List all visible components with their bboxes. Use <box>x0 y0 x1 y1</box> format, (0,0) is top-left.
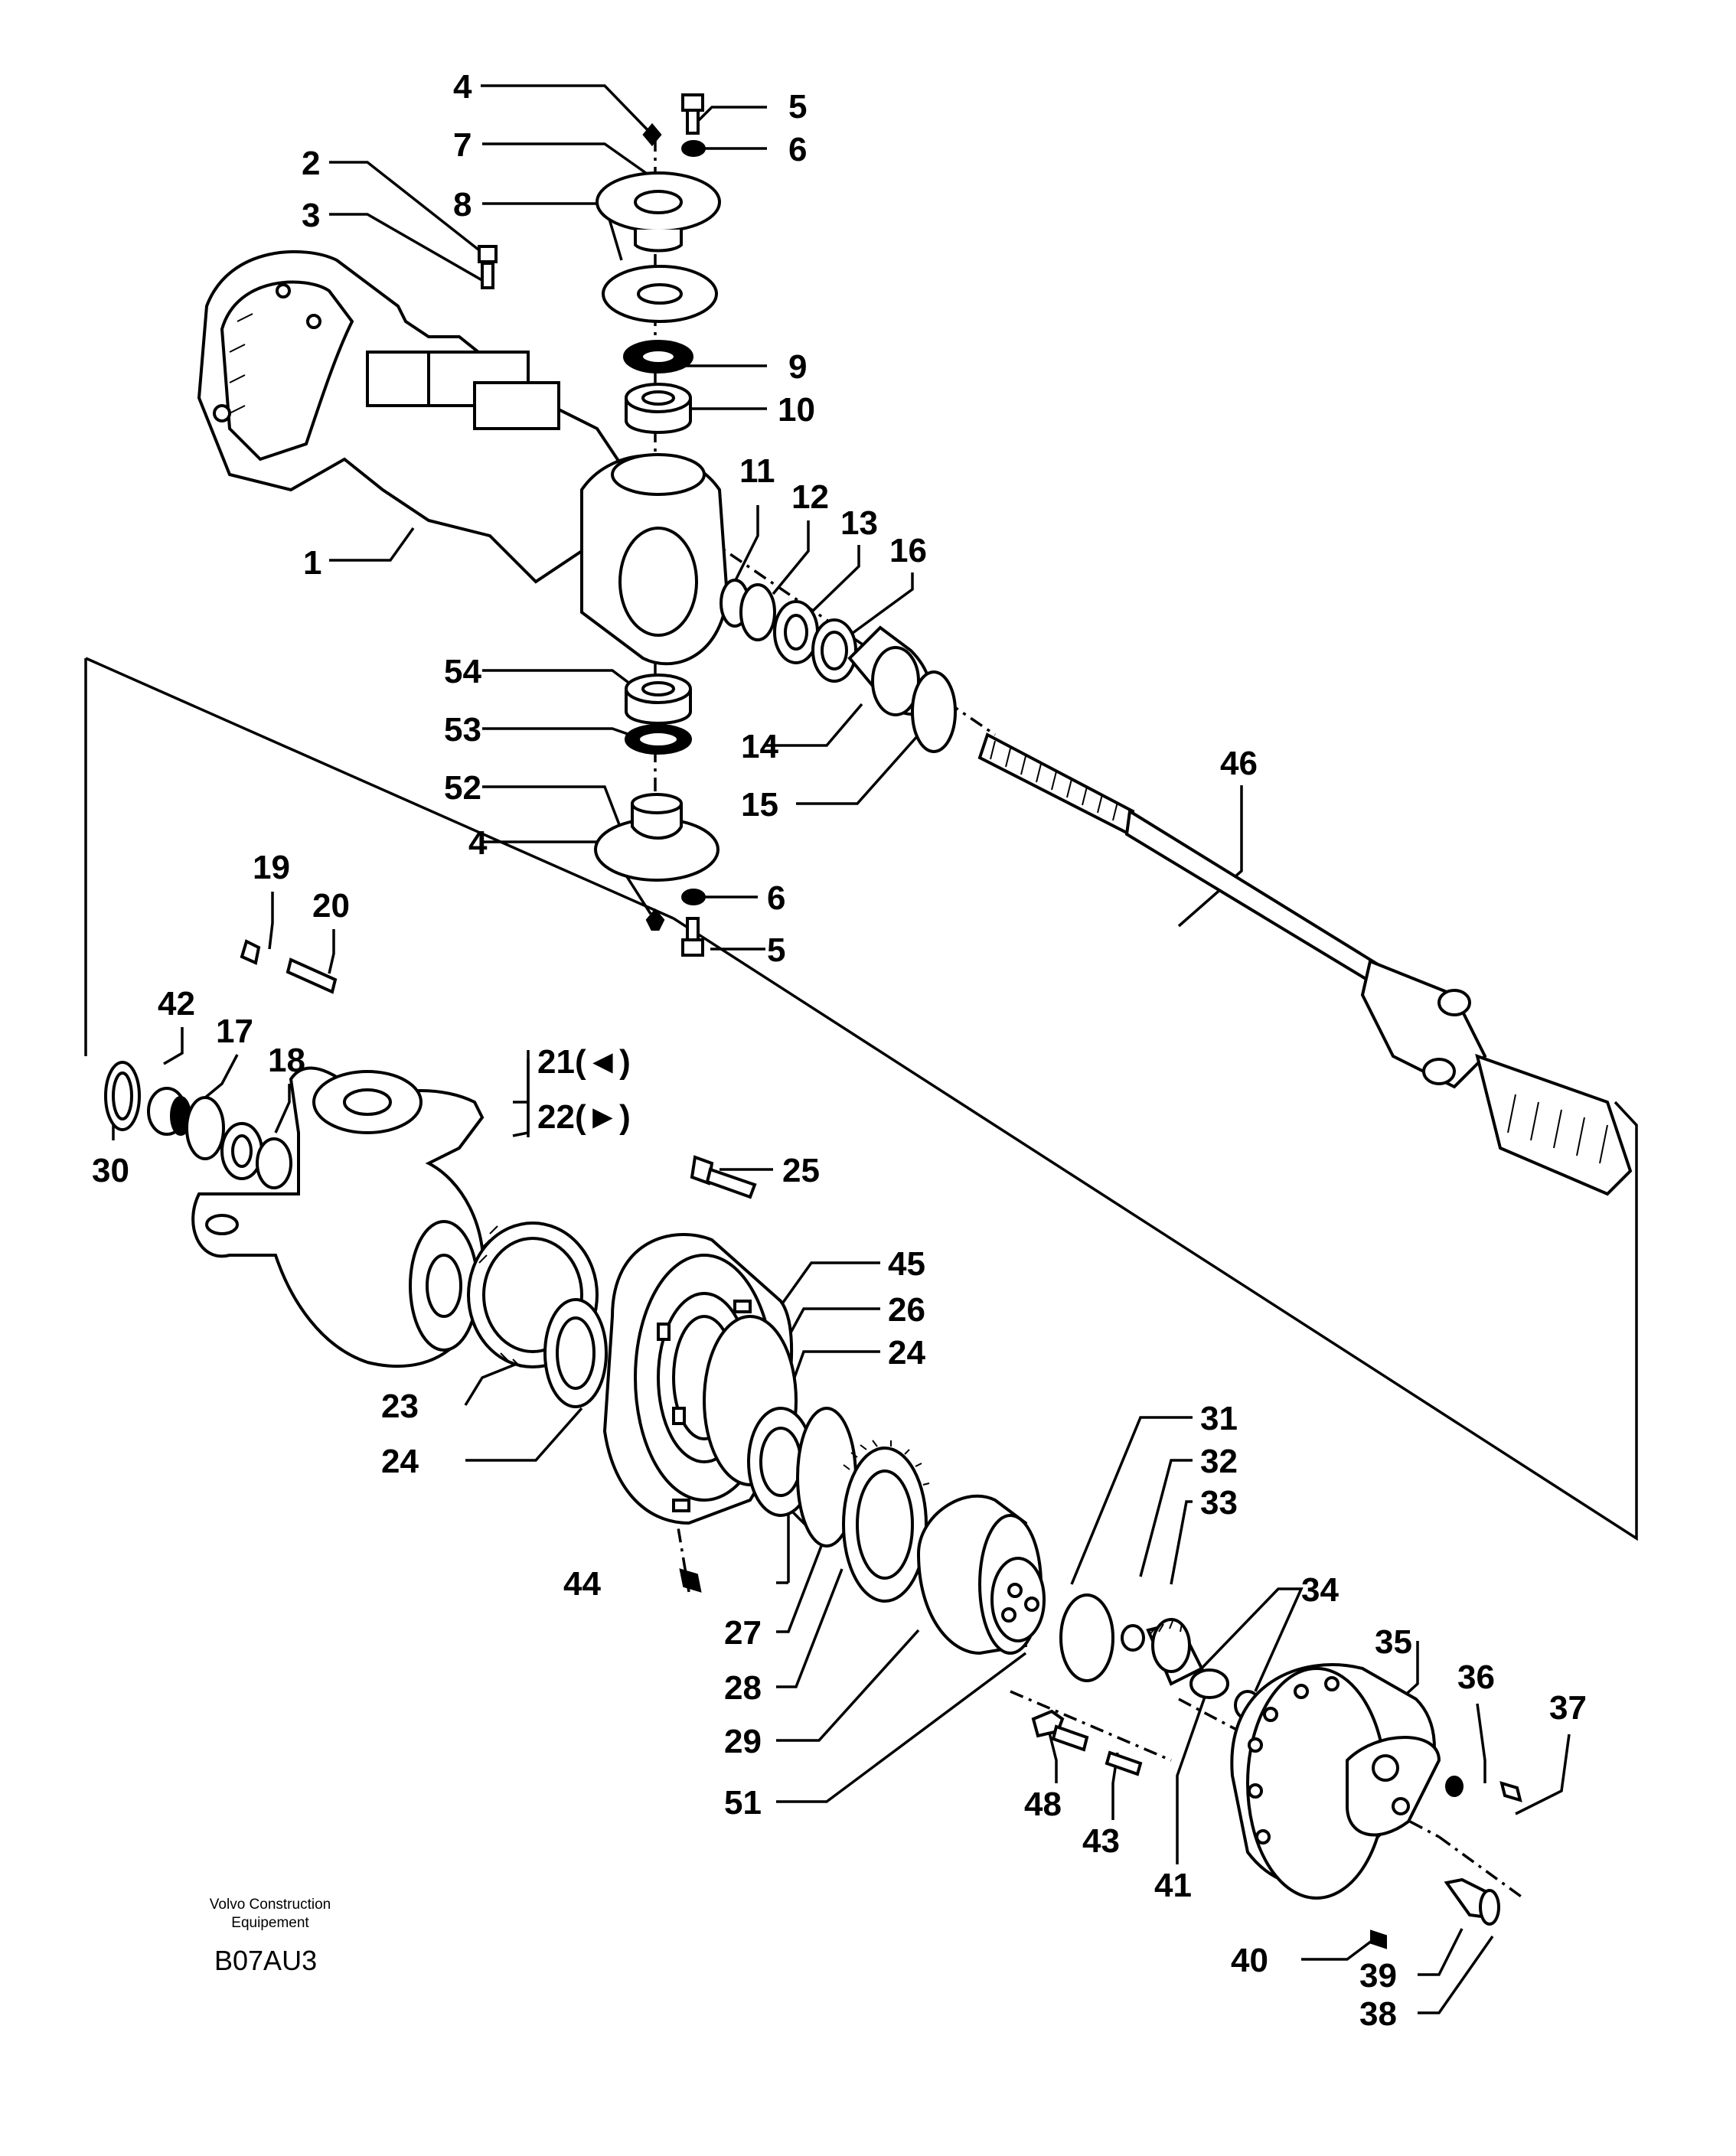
nut-44 <box>679 1568 702 1593</box>
callout-52: 52 <box>444 769 481 807</box>
pin-43 <box>1105 1750 1143 1776</box>
shaft-46-end <box>1475 1053 1633 1196</box>
callout-41: 41 <box>1154 1867 1192 1904</box>
callout-27: 27 <box>724 1614 762 1652</box>
callout-24a: 24 <box>888 1334 925 1372</box>
bolt-5b-shank <box>686 917 700 941</box>
top-kingpin-parts <box>478 93 721 434</box>
o-ring-15 <box>911 670 957 753</box>
callout-18: 18 <box>268 1042 305 1079</box>
planetary-cover-group <box>1031 1593 1522 1949</box>
callout-9: 9 <box>788 348 807 386</box>
callout-16: 16 <box>889 532 927 569</box>
bolt-25-shank <box>705 1167 757 1199</box>
bottom-kingpin-parts <box>594 674 720 957</box>
grease-nipple-4b <box>645 908 665 931</box>
callout-53: 53 <box>444 711 481 749</box>
callout-45: 45 <box>888 1245 925 1283</box>
bushing-34a <box>1189 1668 1229 1699</box>
bolt-48-shank <box>1051 1724 1089 1752</box>
callout-6b: 6 <box>767 879 785 917</box>
bolt-5b-head <box>681 938 704 957</box>
callout-48: 48 <box>1024 1786 1062 1823</box>
callout-labels: 4 5 6 7 2 8 3 9 10 11 12 13 16 1 54 53 1… <box>92 68 1587 2033</box>
nut-19 <box>240 939 261 965</box>
callout-37: 37 <box>1549 1689 1587 1727</box>
stud-3 <box>481 262 494 289</box>
callout-32: 32 <box>1200 1443 1238 1480</box>
washer-6 <box>681 140 706 157</box>
axle-housing <box>197 250 729 666</box>
callout-1: 1 <box>303 544 321 582</box>
callout-4: 4 <box>453 68 472 106</box>
callout-33: 33 <box>1200 1484 1238 1522</box>
callout-24b: 24 <box>381 1443 419 1480</box>
callout-22: 22(►) <box>537 1098 631 1136</box>
callout-28: 28 <box>724 1669 762 1707</box>
ring-31 <box>1059 1593 1114 1682</box>
footer-company-line2: Equipement <box>231 1915 309 1931</box>
shaft-46-spline <box>977 732 1135 837</box>
steering-knuckle-group <box>104 939 608 1408</box>
washer-6b <box>681 889 706 905</box>
bolt-5-shank <box>686 109 700 135</box>
callout-40: 40 <box>1231 1942 1268 1979</box>
shaft-46 <box>1124 808 1380 987</box>
callout-39: 39 <box>1359 1957 1397 1995</box>
callout-46: 46 <box>1220 745 1258 782</box>
callout-5: 5 <box>788 88 807 126</box>
callout-29: 29 <box>724 1723 762 1760</box>
grease-nipple-4 <box>642 122 662 147</box>
callout-43: 43 <box>1082 1822 1120 1860</box>
seal-36 <box>1445 1776 1464 1797</box>
callout-6: 6 <box>788 131 807 168</box>
boundary-line <box>85 657 674 920</box>
washer-32 <box>1121 1624 1145 1652</box>
stud-20 <box>286 957 338 994</box>
bolt-5-head <box>681 93 704 112</box>
callout-42: 42 <box>158 985 195 1023</box>
callout-26: 26 <box>888 1291 925 1329</box>
callout-7: 7 <box>453 126 472 164</box>
callout-4b: 4 <box>468 824 488 862</box>
callout-34: 34 <box>1301 1571 1339 1609</box>
callout-3: 3 <box>302 197 320 234</box>
callout-14: 14 <box>741 728 778 765</box>
footer: Volvo Construction Equipement B07AU3 <box>210 1897 331 1976</box>
callout-20: 20 <box>312 887 350 925</box>
callout-2: 2 <box>302 145 320 182</box>
callout-51: 51 <box>724 1784 762 1822</box>
callout-25: 25 <box>782 1152 820 1189</box>
callout-10: 10 <box>778 391 815 429</box>
callout-23: 23 <box>381 1388 419 1425</box>
callout-54: 54 <box>444 653 481 690</box>
callout-11: 11 <box>739 452 775 490</box>
callout-17: 17 <box>216 1013 253 1050</box>
callout-31: 31 <box>1200 1400 1238 1437</box>
plug-37 <box>1499 1781 1522 1802</box>
callout-21: 21(◄) <box>537 1043 631 1081</box>
callout-44: 44 <box>563 1565 601 1603</box>
callout-38: 38 <box>1359 1995 1397 2033</box>
callout-13: 13 <box>840 504 878 542</box>
callout-36: 36 <box>1457 1659 1495 1696</box>
callout-12: 12 <box>791 478 829 516</box>
boundary-line <box>673 917 1638 1541</box>
callout-30: 30 <box>92 1152 129 1189</box>
callout-8: 8 <box>453 186 472 223</box>
ring-12 <box>739 583 776 641</box>
o-ring-38 <box>1479 1889 1500 1926</box>
wheel-hub-group <box>602 1155 1046 1655</box>
callout-35: 35 <box>1375 1623 1412 1661</box>
callout-15: 15 <box>741 786 778 824</box>
drive-shaft-parts <box>720 579 1633 1196</box>
callout-19: 19 <box>253 849 290 886</box>
plug-40 <box>1370 1929 1387 1949</box>
callout-5b: 5 <box>767 931 785 969</box>
diagram-code: B07AU3 <box>214 1945 317 1976</box>
nut-2 <box>478 245 498 263</box>
circlip-17 <box>185 1096 225 1160</box>
footer-company: Volvo Construction <box>210 1897 331 1913</box>
